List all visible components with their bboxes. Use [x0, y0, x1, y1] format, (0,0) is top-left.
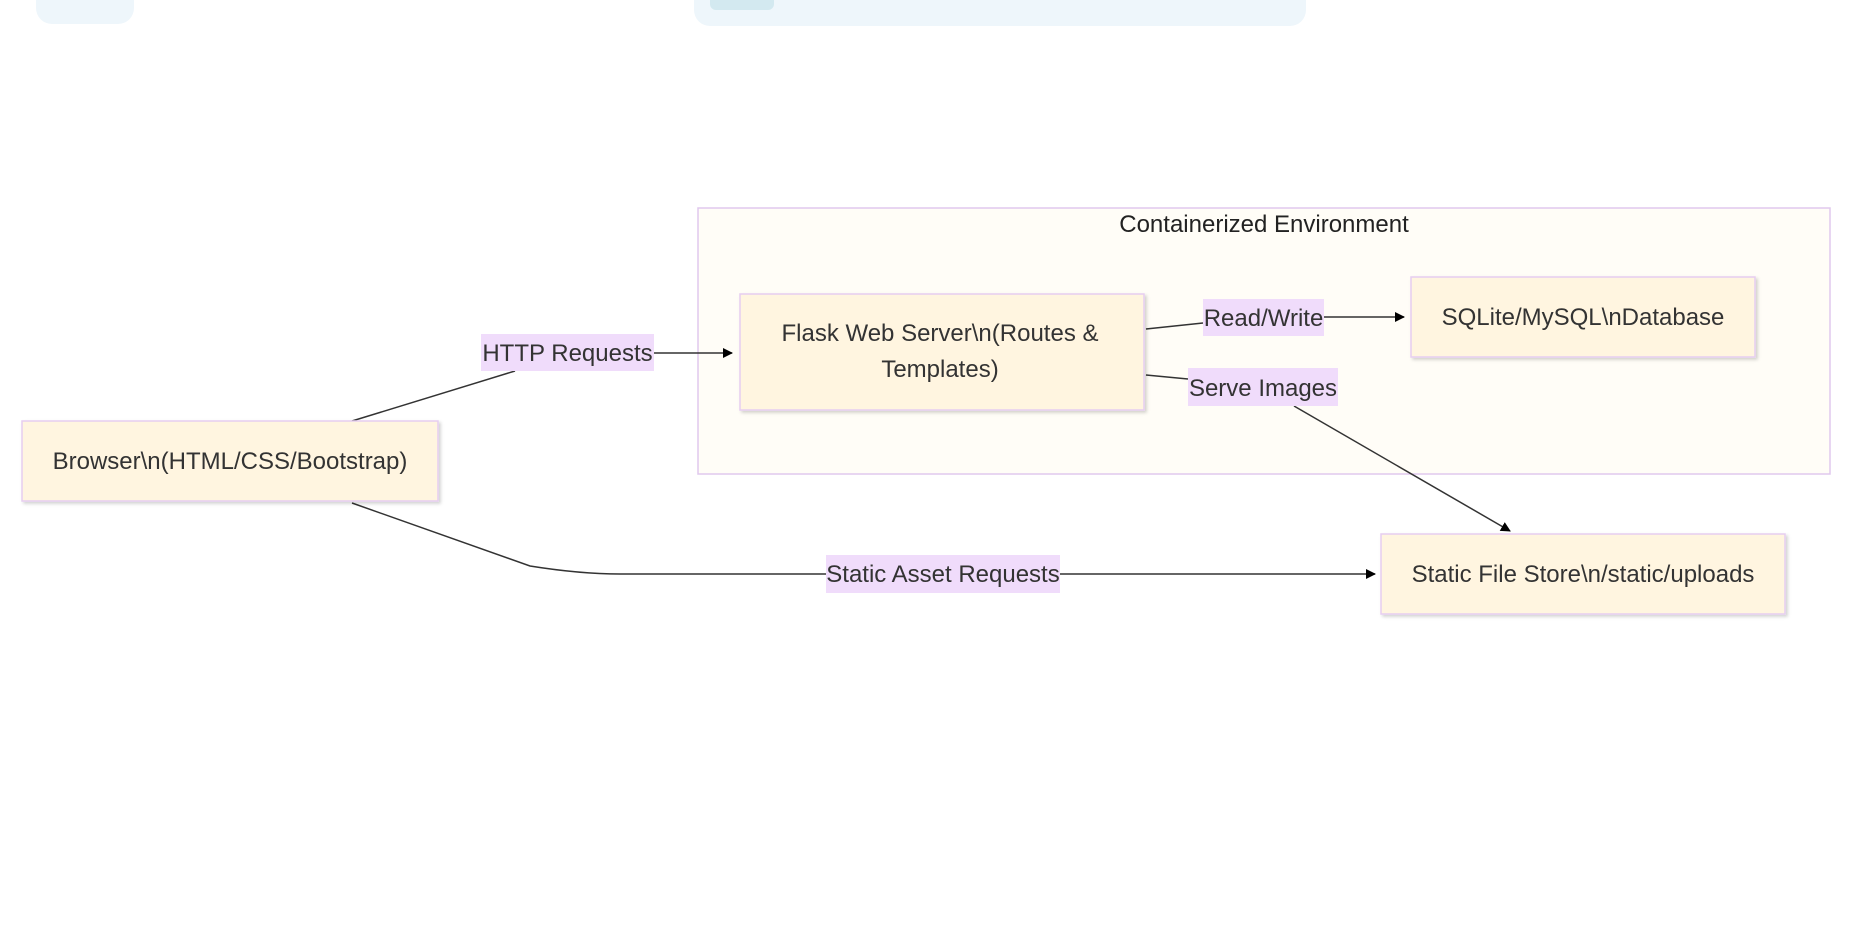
node-browser[interactable]: Browser\n(HTML/CSS/Bootstrap) — [21, 420, 439, 502]
edge-label-serve-images: Serve Images — [1188, 368, 1338, 406]
edge-label-http-requests-text: HTTP Requests — [482, 340, 652, 367]
edge-label-static-asset-requests: Static Asset Requests — [826, 555, 1060, 593]
edges — [351, 312, 1511, 579]
edge-label-http-requests: HTTP Requests — [481, 334, 654, 371]
edge-http-requests — [351, 370, 516, 422]
edge-label-read-write-text: Read/Write — [1204, 305, 1324, 332]
node-flask-label-line1: Flask Web Server\n(Routes & — [781, 320, 1098, 347]
node-browser-label: Browser\n(HTML/CSS/Bootstrap) — [53, 448, 408, 475]
edge-label-serve-images-text: Serve Images — [1189, 375, 1337, 402]
node-flask-label-line2: Templates) — [881, 356, 998, 383]
top-pill-right — [694, 0, 1306, 26]
top-pill-left — [36, 0, 134, 24]
top-strip — [36, 0, 1306, 26]
edge-labels: HTTP Requests Read/Write Serve Images St… — [481, 299, 1338, 593]
edge-label-static-asset-requests-text: Static Asset Requests — [826, 561, 1059, 588]
nodes: Browser\n(HTML/CSS/Bootstrap) Flask Web … — [21, 276, 1786, 615]
node-static-file-store[interactable]: Static File Store\n/static/uploads — [1380, 533, 1786, 615]
node-flask-web-server[interactable]: Flask Web Server\n(Routes & Templates) — [739, 293, 1145, 411]
edge-label-read-write: Read/Write — [1203, 299, 1324, 336]
edge-static-asset-requests — [351, 502, 826, 575]
node-database-label: SQLite/MySQL\nDatabase — [1442, 304, 1725, 331]
cluster-title: Containerized Environment — [1119, 211, 1409, 238]
node-static-file-store-label: Static File Store\n/static/uploads — [1412, 561, 1755, 588]
edge-read-write — [1145, 322, 1204, 330]
node-database[interactable]: SQLite/MySQL\nDatabase — [1410, 276, 1756, 358]
edge-serve-images — [1145, 374, 1189, 380]
top-pill-right-accent — [710, 0, 774, 10]
edge-serve-images-arrow — [1293, 405, 1511, 532]
